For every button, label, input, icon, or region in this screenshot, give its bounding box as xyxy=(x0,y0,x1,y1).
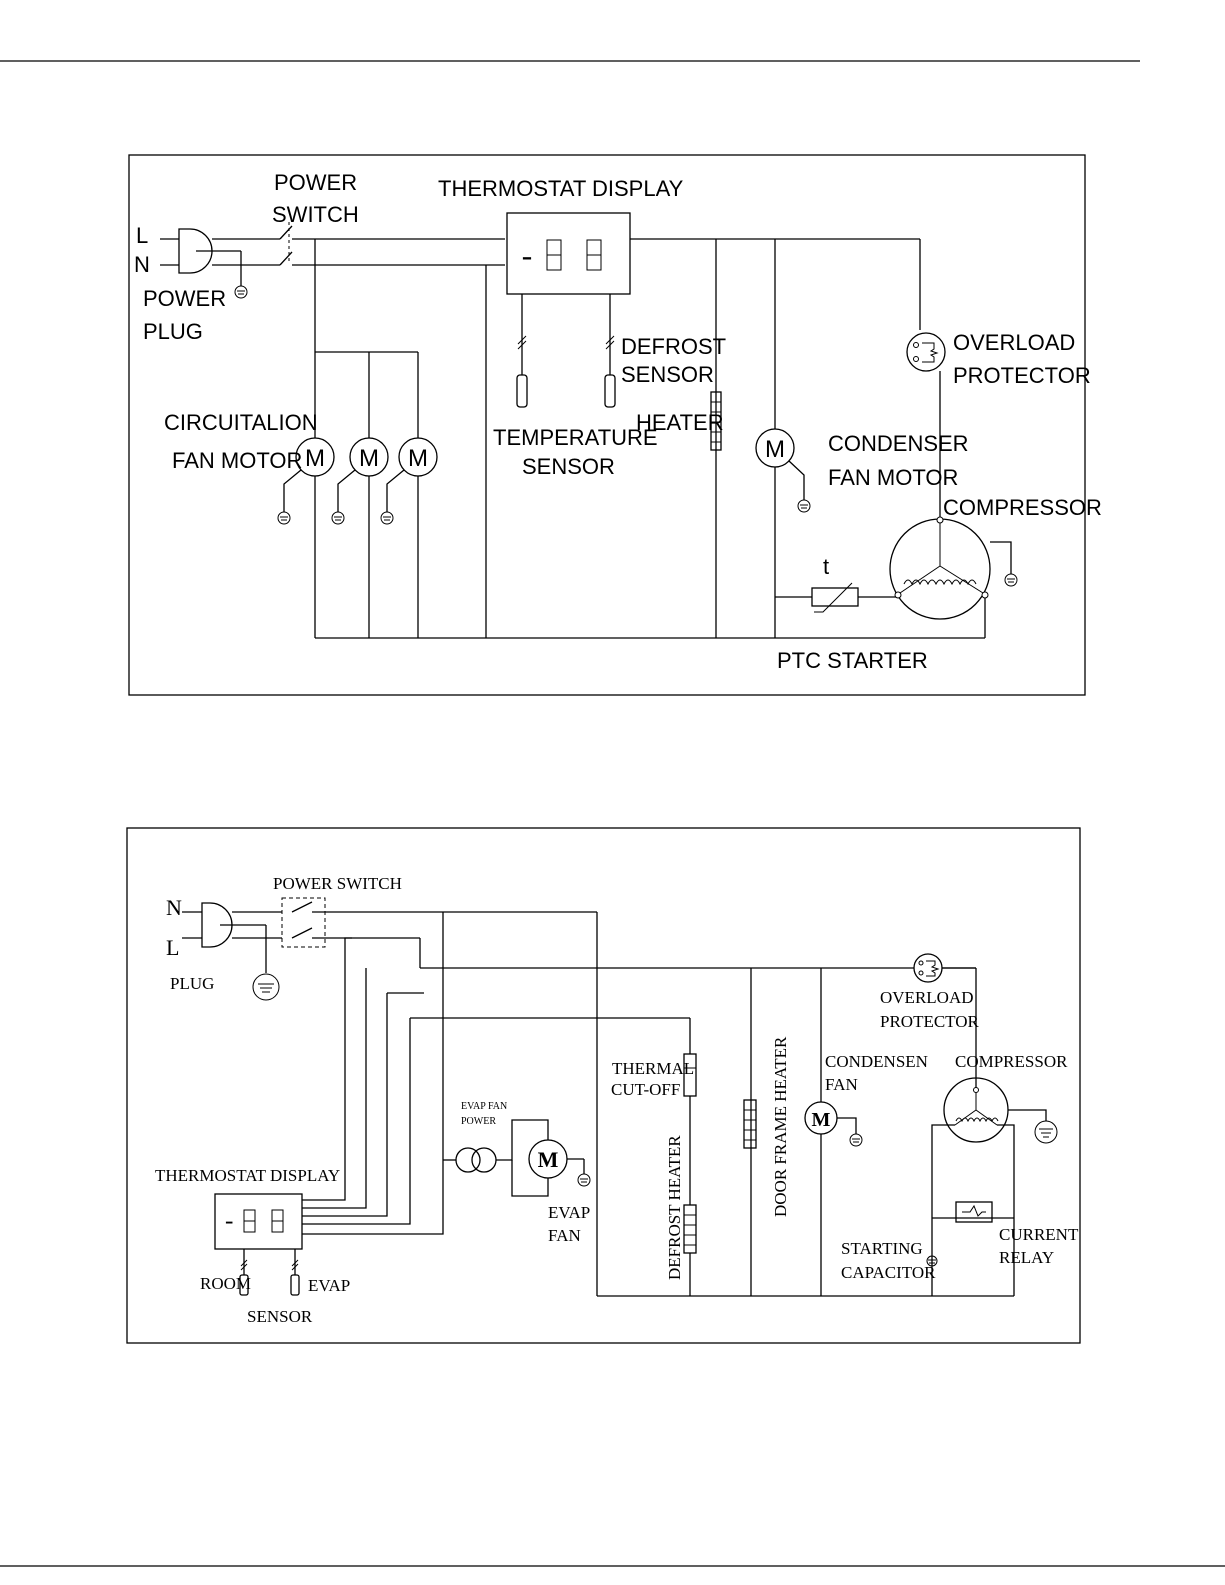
defrost-sensor-label-1: DEFROST xyxy=(621,334,726,359)
door-frame-heater-label: DOOR FRAME HEATER xyxy=(771,1036,790,1217)
thermal-cutoff-label-2: CUT-OFF xyxy=(611,1080,680,1099)
thermal-cutoff-label-1: THERMAL xyxy=(612,1059,694,1078)
current-relay-label-1: CURRENT xyxy=(999,1225,1079,1244)
diagram-2-wiring xyxy=(302,912,1014,1297)
circulation-fan-motor-label-1: CIRCUITALION xyxy=(164,410,318,435)
sensor-label: SENSOR xyxy=(247,1307,313,1326)
ptc-starter-symbol xyxy=(811,582,859,613)
thermostat-display-label-2: THERMOSTAT DISPLAY xyxy=(155,1166,340,1185)
evap-fan-power-label-1: EVAP FAN xyxy=(461,1101,507,1112)
overload-protector-symbol xyxy=(906,332,946,520)
thermostat-display-box xyxy=(506,212,631,295)
plug-l-label: L xyxy=(136,223,148,248)
defrost-sensor-label-2: SENSOR xyxy=(621,362,714,387)
defrost-heater-symbol xyxy=(683,1204,697,1296)
seven-segment-digits-2 xyxy=(243,1209,284,1233)
evap-fan-motor: M xyxy=(528,1139,591,1187)
power-plug-label-1: POWER xyxy=(143,286,226,311)
evap-sensor-label: EVAP xyxy=(308,1276,350,1295)
thermostat-display-label: THERMOSTAT DISPLAY xyxy=(438,176,684,201)
motor-symbol: M xyxy=(408,445,428,472)
defrost-heater-label: DEFROST HEATER xyxy=(665,1135,684,1280)
power-switch-label-2: SWITCH xyxy=(272,202,359,227)
temperature-sensor-label-2: SENSOR xyxy=(522,454,615,479)
circulation-fan-motor-2: M xyxy=(331,437,389,525)
power-switch-symbol xyxy=(279,222,505,266)
motor-symbol: M xyxy=(538,1147,559,1172)
condensen-fan-label-1: CONDENSEN xyxy=(825,1052,928,1071)
plug-symbol xyxy=(182,902,282,1001)
heater-label: HEATER xyxy=(636,410,724,435)
overload-protector-label-2: PROTECTOR xyxy=(953,363,1091,388)
thermal-cutoff-symbol xyxy=(683,1053,697,1205)
plug-l-label: L xyxy=(166,935,179,960)
evap-sensor-symbol xyxy=(290,1249,300,1296)
thermostat-display-digits-2: - xyxy=(222,1210,236,1237)
motor-symbol: M xyxy=(765,436,785,463)
condenser-fan-motor-label-2: FAN MOTOR xyxy=(828,465,958,490)
evap-fan-power-transformer xyxy=(443,1119,549,1197)
compressor-label-2: COMPRESSOR xyxy=(955,1052,1068,1071)
overload-protector-label-1: OVERLOAD xyxy=(953,330,1075,355)
thermostat-display-box-2 xyxy=(214,1193,303,1250)
compressor-symbol-2 xyxy=(931,1077,1058,1296)
thermostat-display-digits: - xyxy=(518,242,536,276)
condensen-fan-motor: M xyxy=(804,1101,863,1147)
ptc-t-label: t xyxy=(823,554,829,579)
evap-fan-label-1: EVAP xyxy=(548,1203,590,1222)
condenser-fan-motor-label-1: CONDENSER xyxy=(828,431,969,456)
circulation-fan-motor-3: M xyxy=(380,437,438,525)
ptc-starter-label: PTC STARTER xyxy=(777,648,928,673)
power-switch-label-1: POWER xyxy=(274,170,357,195)
temperature-sensor-symbol xyxy=(516,294,528,408)
room-sensor-symbol xyxy=(239,1249,249,1296)
starting-capacitor-symbol xyxy=(926,1255,938,1267)
condensen-fan-label-2: FAN xyxy=(825,1075,858,1094)
plug-n-label: N xyxy=(134,252,150,277)
power-switch-symbol xyxy=(281,897,597,948)
seven-segment-digits xyxy=(546,239,602,271)
diagram-2: N L PLUG POWER SWITCH xyxy=(126,827,1081,1344)
defrost-sensor-symbol xyxy=(604,294,616,408)
motor-symbol: M xyxy=(359,445,379,472)
motor-symbol: M xyxy=(305,445,325,472)
diagram-1-frame xyxy=(128,154,1086,696)
power-switch-label: POWER SWITCH xyxy=(273,874,402,893)
evap-fan-label-2: FAN xyxy=(548,1226,581,1245)
overload-protector-symbol-2 xyxy=(913,953,977,1092)
power-plug-label-2: PLUG xyxy=(143,319,203,344)
plug-n-label: N xyxy=(166,895,182,920)
overload-protector-label-2a: OVERLOAD xyxy=(880,988,974,1007)
plug-label: PLUG xyxy=(170,974,214,993)
circulation-fan-motor-label-2: FAN MOTOR xyxy=(172,448,302,473)
room-label: ROOM xyxy=(200,1274,251,1293)
starting-capacitor-label-1: STARTING xyxy=(841,1239,923,1258)
condenser-fan-motor: M xyxy=(755,428,811,513)
current-relay-label-2: RELAY xyxy=(999,1248,1054,1267)
temperature-sensor-label-1: TEMPERATURE xyxy=(493,425,658,450)
heater-symbol xyxy=(710,391,722,451)
compressor-symbol xyxy=(889,516,1018,620)
diagram-2-frame xyxy=(126,827,1081,1344)
circulation-fan-motor-1: M xyxy=(277,437,335,525)
overload-protector-label-2b: PROTECTOR xyxy=(880,1012,980,1031)
power-plug-symbol xyxy=(160,228,280,299)
evap-fan-power-label-2: POWER xyxy=(461,1116,496,1127)
starting-capacitor-label-2: CAPACITOR xyxy=(841,1263,936,1282)
diagram-1-wiring xyxy=(314,238,986,639)
diagram-1: L N POWER PLUG POWER SWITCH - THERMOSTAT… xyxy=(128,154,1102,696)
compressor-label: COMPRESSOR xyxy=(943,495,1102,520)
door-frame-heater-symbol xyxy=(743,1099,757,1149)
motor-symbol: M xyxy=(812,1109,831,1131)
